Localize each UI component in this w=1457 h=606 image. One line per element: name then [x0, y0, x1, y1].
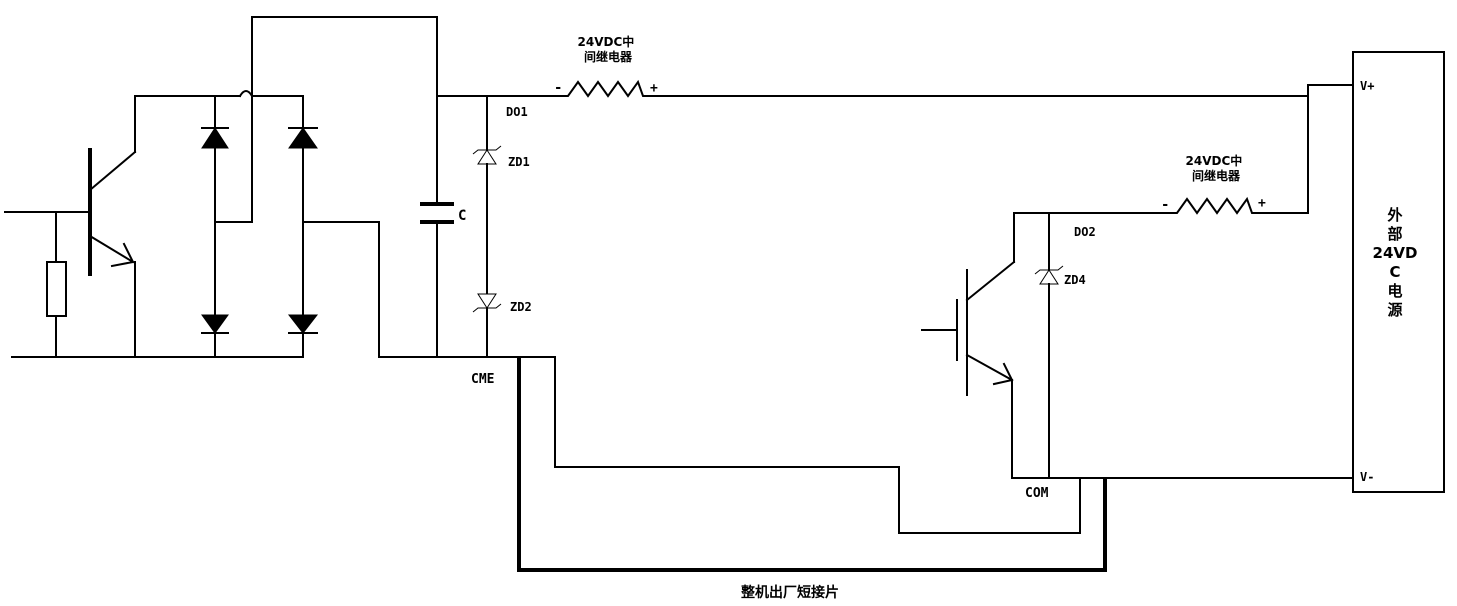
- relay2-to-vplus-wire: [1255, 95, 1309, 214]
- com-label: COM: [1025, 486, 1049, 501]
- relay1-minus: -: [554, 80, 562, 96]
- output-transistor: [921, 212, 1050, 479]
- zd1-label: ZD1: [508, 155, 530, 169]
- jumper-label: 整机出厂短接片: [740, 584, 839, 601]
- capacitor-label: C: [458, 208, 466, 224]
- supply-label-line: 外: [1386, 206, 1402, 224]
- zener-zd1: [472, 95, 502, 295]
- supply-label-line: C: [1389, 263, 1400, 281]
- relay2-coil: [1171, 196, 1257, 215]
- capacitor-c: [420, 16, 454, 358]
- zener-zd2: [472, 293, 502, 358]
- supply-label-line: 24VD: [1373, 244, 1418, 262]
- relay1-label-line1: 24VDC中: [578, 34, 635, 49]
- vplus-wire: [647, 84, 1354, 97]
- cme-to-com-wire: [554, 356, 1081, 534]
- zener-zd4: [1034, 212, 1064, 479]
- external-supply-box: [1352, 51, 1445, 493]
- supply-label-line: 电: [1387, 282, 1402, 300]
- factory-jumper: [517, 357, 1107, 572]
- zd2-label: ZD2: [510, 300, 532, 314]
- relay2-label: 24VDC中 间继电器: [1186, 153, 1247, 183]
- cme-label: CME: [471, 372, 494, 387]
- relay2-label-line2: 间继电器: [1192, 168, 1241, 183]
- supply-label-line: 部: [1387, 225, 1402, 243]
- collector-wire: [134, 95, 241, 153]
- relay1-plus: +: [650, 81, 658, 96]
- vminus-label: V-: [1360, 470, 1374, 484]
- do2-label: DO2: [1074, 225, 1096, 239]
- relay2-minus: -: [1161, 197, 1169, 213]
- zd4-label: ZD4: [1064, 273, 1086, 287]
- input-transistor: [4, 148, 137, 276]
- resistor-r: [46, 211, 67, 358]
- relay2-label-line1: 24VDC中: [1186, 153, 1243, 168]
- do1-label: DO1: [506, 105, 528, 119]
- relay2-plus: +: [1258, 196, 1266, 211]
- bridge-rectifier: [201, 16, 488, 358]
- relay1-coil: [562, 79, 649, 98]
- vplus-label: V+: [1360, 79, 1374, 93]
- relay1-label: 24VDC中 间继电器: [578, 34, 639, 64]
- supply-label-line: 源: [1387, 301, 1402, 319]
- wire-crossing: [238, 90, 254, 98]
- relay1-label-line2: 间继电器: [584, 49, 633, 64]
